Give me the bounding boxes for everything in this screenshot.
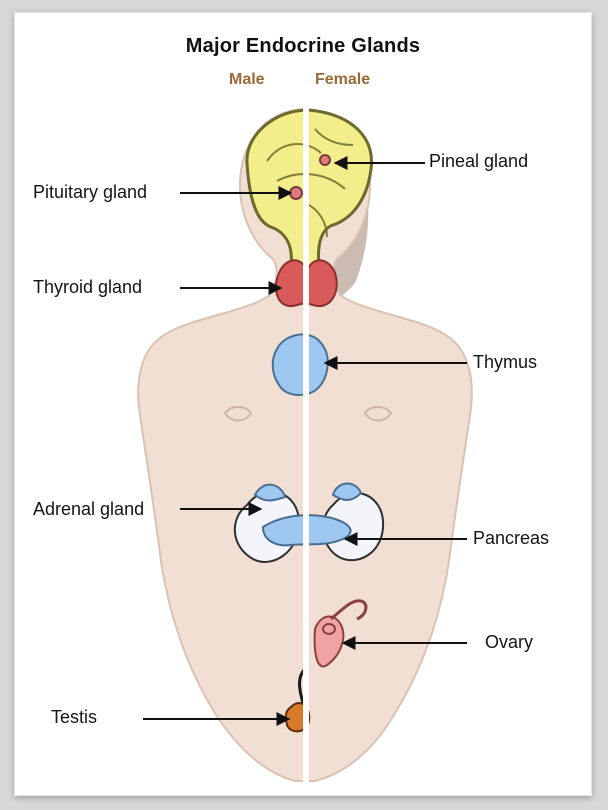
- label-pancreas: Pancreas: [473, 528, 549, 549]
- endocrine-illustration: [15, 13, 591, 795]
- label-ovary: Ovary: [485, 632, 533, 653]
- thymus: [273, 334, 328, 395]
- label-thymus: Thymus: [473, 352, 537, 373]
- pituitary-gland-mark: [290, 187, 302, 199]
- label-pituitary-gland: Pituitary gland: [33, 182, 147, 203]
- label-thyroid-gland: Thyroid gland: [33, 277, 142, 298]
- center-divider: [303, 95, 309, 795]
- label-pineal-gland: Pineal gland: [429, 151, 528, 172]
- diagram-canvas: Major Endocrine Glands Male Female: [15, 13, 591, 795]
- label-testis: Testis: [51, 707, 97, 728]
- pineal-gland-mark: [320, 155, 330, 165]
- diagram-card: Major Endocrine Glands Male Female: [14, 12, 592, 796]
- label-adrenal-gland: Adrenal gland: [33, 499, 144, 520]
- ovary-mark: [323, 624, 335, 634]
